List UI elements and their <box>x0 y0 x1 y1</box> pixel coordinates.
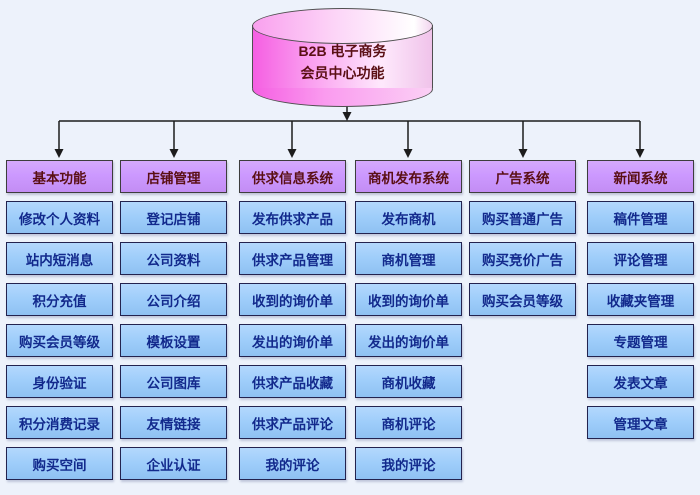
node-item: 公司资料 <box>120 242 227 275</box>
node-item: 专题管理 <box>587 324 694 357</box>
node-item: 发布商机 <box>355 201 462 234</box>
node-item: 购买会员等级 <box>469 283 576 316</box>
node-item: 购买空间 <box>6 447 113 480</box>
node-item: 我的评论 <box>239 447 346 480</box>
column-header-business-publish: 商机发布系统 <box>355 160 462 193</box>
node-item: 发出的询价单 <box>239 324 346 357</box>
node-item: 购买竞价广告 <box>469 242 576 275</box>
node-item: 收到的询价单 <box>239 283 346 316</box>
node-item: 站内短消息 <box>6 242 113 275</box>
root-title-line1: B2B 电子商务 <box>298 43 387 60</box>
root-node-cylinder: B2B 电子商务 会员中心功能 <box>252 8 433 107</box>
node-item: 发表文章 <box>587 365 694 398</box>
node-item: 收到的询价单 <box>355 283 462 316</box>
node-item: 商机收藏 <box>355 365 462 398</box>
node-item: 商机评论 <box>355 406 462 439</box>
node-item: 供求产品收藏 <box>239 365 346 398</box>
node-item: 积分充值 <box>6 283 113 316</box>
node-item: 公司介绍 <box>120 283 227 316</box>
node-item: 模板设置 <box>120 324 227 357</box>
node-item: 发出的询价单 <box>355 324 462 357</box>
node-item: 管理文章 <box>587 406 694 439</box>
node-item: 购买普通广告 <box>469 201 576 234</box>
node-item: 发布供求产品 <box>239 201 346 234</box>
column-header-basic-functions: 基本功能 <box>6 160 113 193</box>
node-item: 我的评论 <box>355 447 462 480</box>
root-title-line2: 会员中心功能 <box>300 65 385 81</box>
node-item: 收藏夹管理 <box>587 283 694 316</box>
node-item: 商机管理 <box>355 242 462 275</box>
node-item: 评论管理 <box>587 242 694 275</box>
arrowhead-icons <box>54 112 645 158</box>
node-item: 购买会员等级 <box>6 324 113 357</box>
root-node-title: B2B 电子商务 会员中心功能 <box>252 34 433 92</box>
node-item: 积分消费记录 <box>6 406 113 439</box>
column-header-news-system: 新闻系统 <box>587 160 694 193</box>
node-item: 公司图库 <box>120 365 227 398</box>
column-header-ad-system: 广告系统 <box>469 160 576 193</box>
column-header-supply-demand: 供求信息系统 <box>239 160 346 193</box>
node-item: 供求产品评论 <box>239 406 346 439</box>
column-header-shop-management: 店铺管理 <box>120 160 227 193</box>
node-item: 身份验证 <box>6 365 113 398</box>
node-item: 登记店铺 <box>120 201 227 234</box>
node-item: 稿件管理 <box>587 201 694 234</box>
node-item: 友情链接 <box>120 406 227 439</box>
node-item: 企业认证 <box>120 447 227 480</box>
cylinder-top <box>252 8 433 44</box>
node-item: 供求产品管理 <box>239 242 346 275</box>
node-item: 修改个人资料 <box>6 201 113 234</box>
